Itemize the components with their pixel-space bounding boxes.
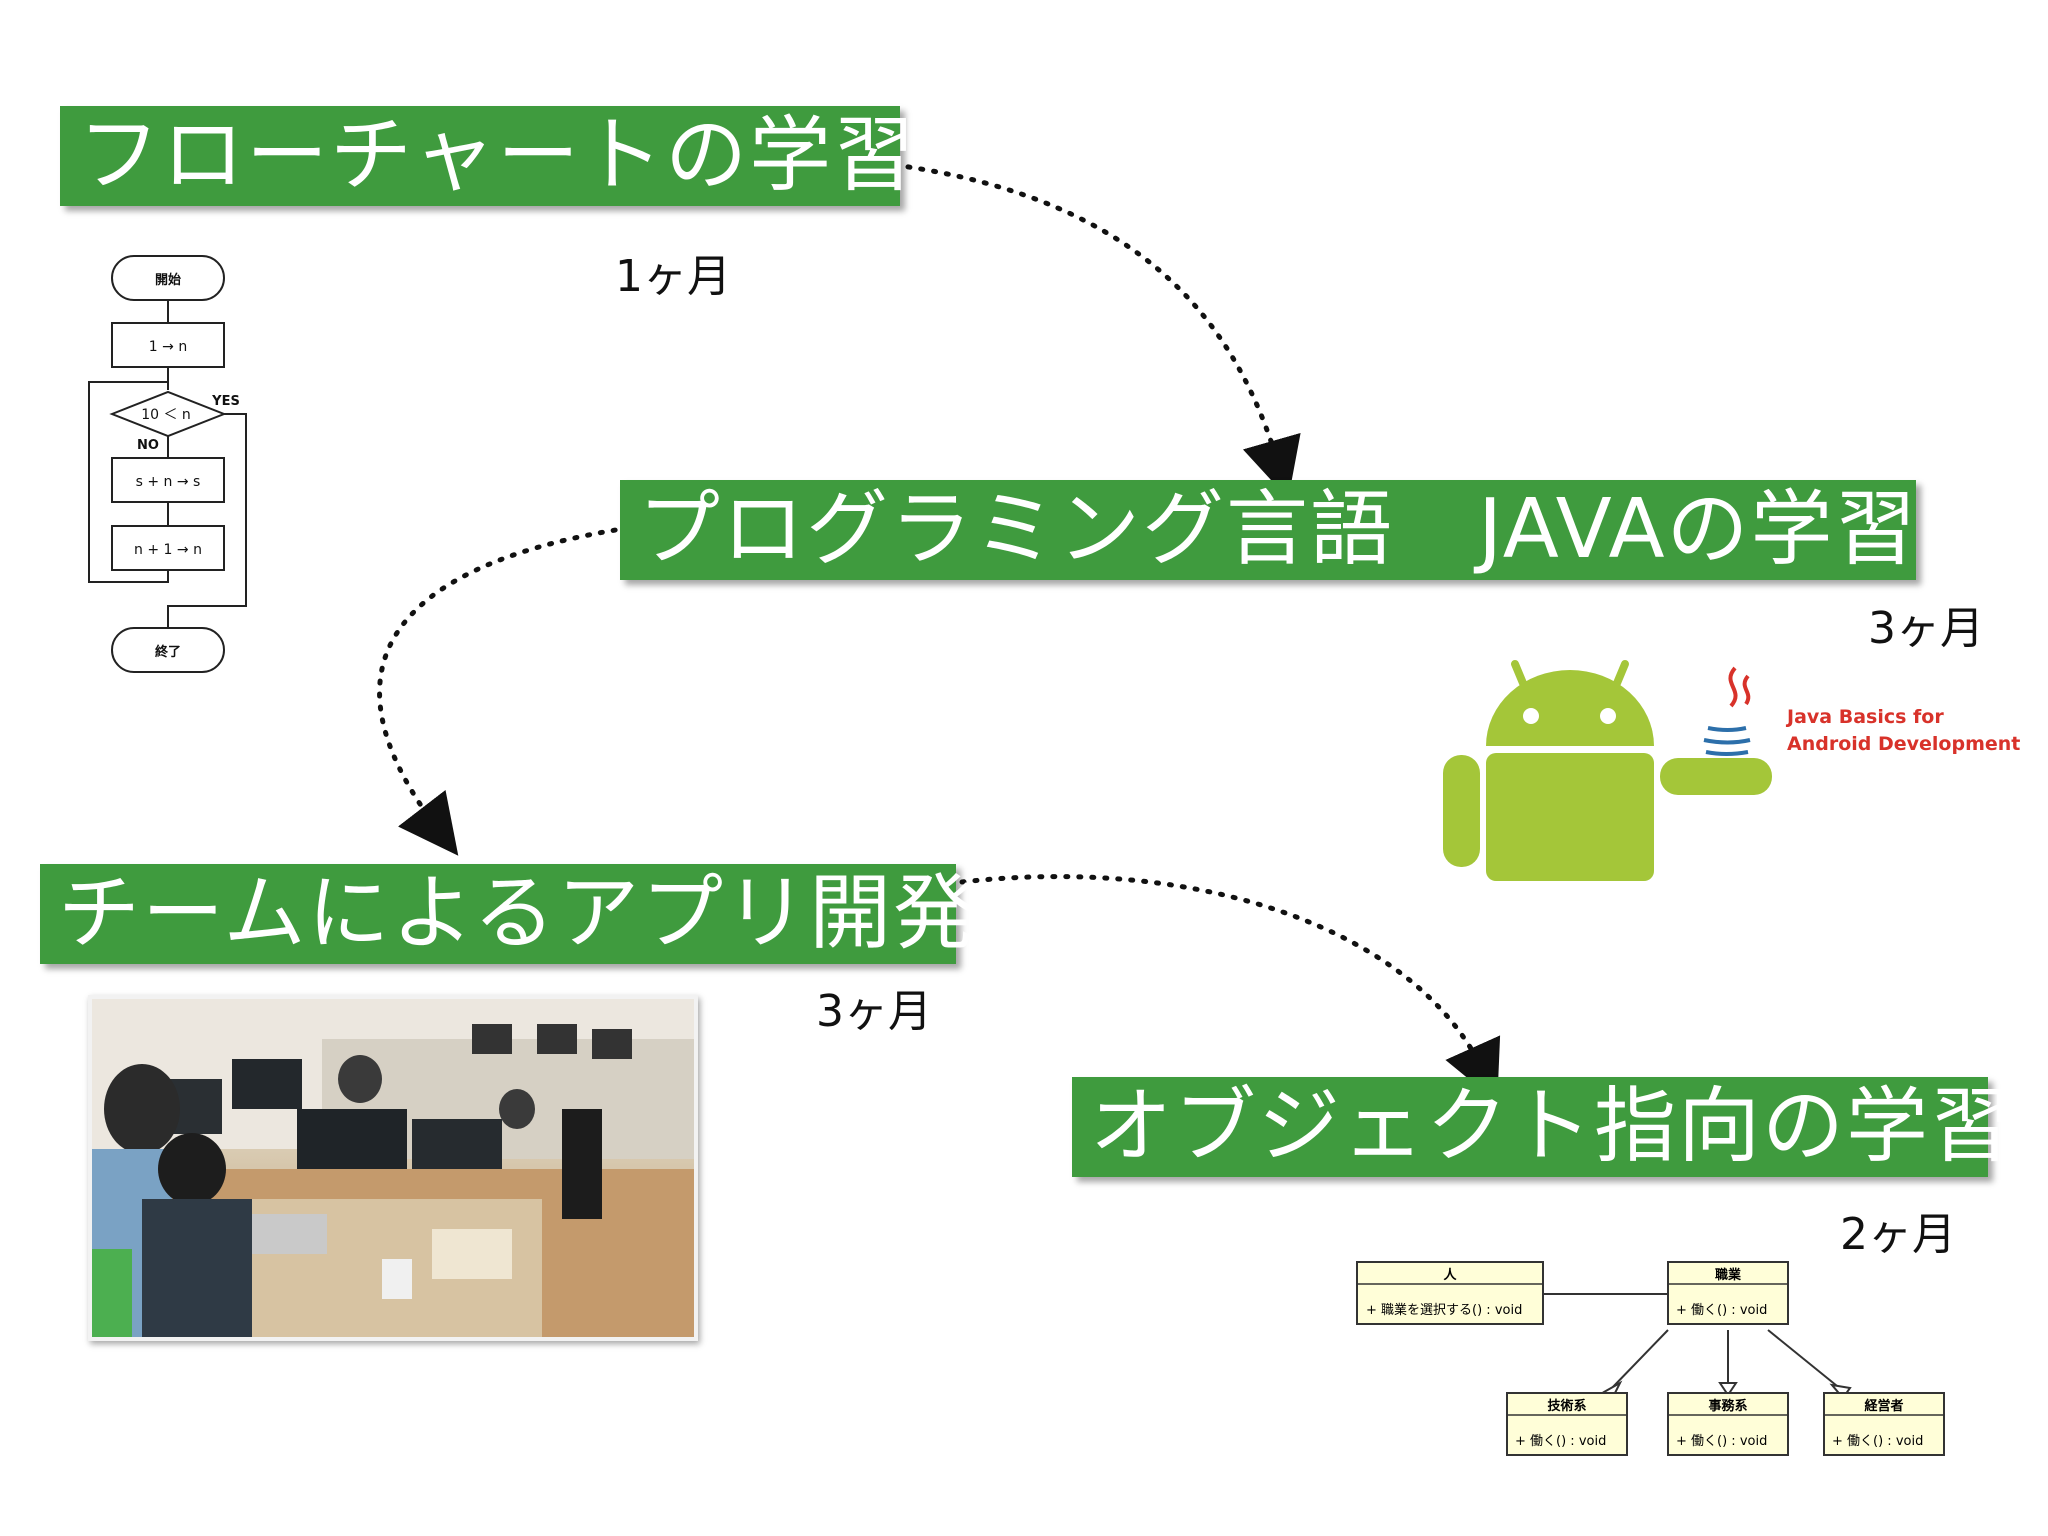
flowchart-end-label: 終了 bbox=[155, 644, 181, 660]
uml-job-method: + 働く() : void bbox=[1676, 1303, 1767, 1318]
arrow-flowchart-to-java bbox=[892, 162, 1301, 499]
uml-job-name: 職業 bbox=[1715, 1267, 1742, 1283]
duration-team-dev: 3ヶ月 bbox=[816, 986, 932, 1037]
team-photo bbox=[88, 995, 698, 1341]
uml-class-person: 人 + 職業を選択する() : void bbox=[1356, 1261, 1544, 1325]
flowchart-step1-node bbox=[111, 457, 225, 503]
step-title-flowchart: フローチャートの学習 bbox=[60, 106, 915, 206]
flowchart-start-label: 開始 bbox=[155, 272, 181, 288]
uml-class-job: 職業 + 働く() : void bbox=[1667, 1261, 1789, 1325]
uml-tech-name: 技術系 bbox=[1547, 1398, 1586, 1414]
flowchart-yes-label: YES bbox=[211, 394, 240, 409]
android-robot bbox=[1443, 660, 1772, 881]
uml-office-method: + 働く() : void bbox=[1676, 1434, 1767, 1449]
uml-manager-method: + 働く() : void bbox=[1832, 1434, 1923, 1449]
uml-office-name: 事務系 bbox=[1708, 1398, 1747, 1414]
java-cup-icon bbox=[1703, 726, 1751, 756]
java-logo-line2: Android Development bbox=[1787, 733, 2020, 755]
step-title-oop: オブジェクト指向の学習 bbox=[1072, 1077, 2012, 1177]
flowchart-step1-label: s + n → s bbox=[136, 474, 201, 490]
arrow-java-to-team bbox=[377, 525, 631, 856]
flowchart-end-node bbox=[111, 627, 225, 673]
flowchart-init-label: 1 → n bbox=[149, 339, 187, 355]
flowchart-step2-label: n + 1 → n bbox=[134, 542, 202, 558]
step-title-team-dev: チームによるアプリ開発 bbox=[40, 864, 975, 964]
flowchart-no-label: NO bbox=[137, 438, 159, 453]
uml-class-tech: 技術系 + 働く() : void bbox=[1506, 1392, 1628, 1456]
duration-oop: 2ヶ月 bbox=[1840, 1209, 1956, 1260]
uml-person-method: + 職業を選択する() : void bbox=[1366, 1302, 1522, 1318]
flowchart-condition-label: 10 ＜ n bbox=[141, 407, 191, 423]
uml-manager-name: 経営者 bbox=[1864, 1398, 1903, 1414]
uml-tech-method: + 働く() : void bbox=[1515, 1434, 1606, 1449]
arrow-team-to-oop bbox=[959, 874, 1501, 1103]
duration-java: 3ヶ月 bbox=[1868, 603, 1984, 654]
uml-person-name: 人 bbox=[1443, 1267, 1457, 1283]
uml-class-manager: 経営者 + 働く() : void bbox=[1823, 1392, 1945, 1456]
duration-flowchart: 1ヶ月 bbox=[615, 251, 731, 302]
uml-class-office: 事務系 + 働く() : void bbox=[1667, 1392, 1789, 1456]
java-logo-line1: Java Basics for bbox=[1785, 706, 1944, 728]
step-title-java: プログラミング言語 JAVAの学習 bbox=[620, 480, 1917, 580]
